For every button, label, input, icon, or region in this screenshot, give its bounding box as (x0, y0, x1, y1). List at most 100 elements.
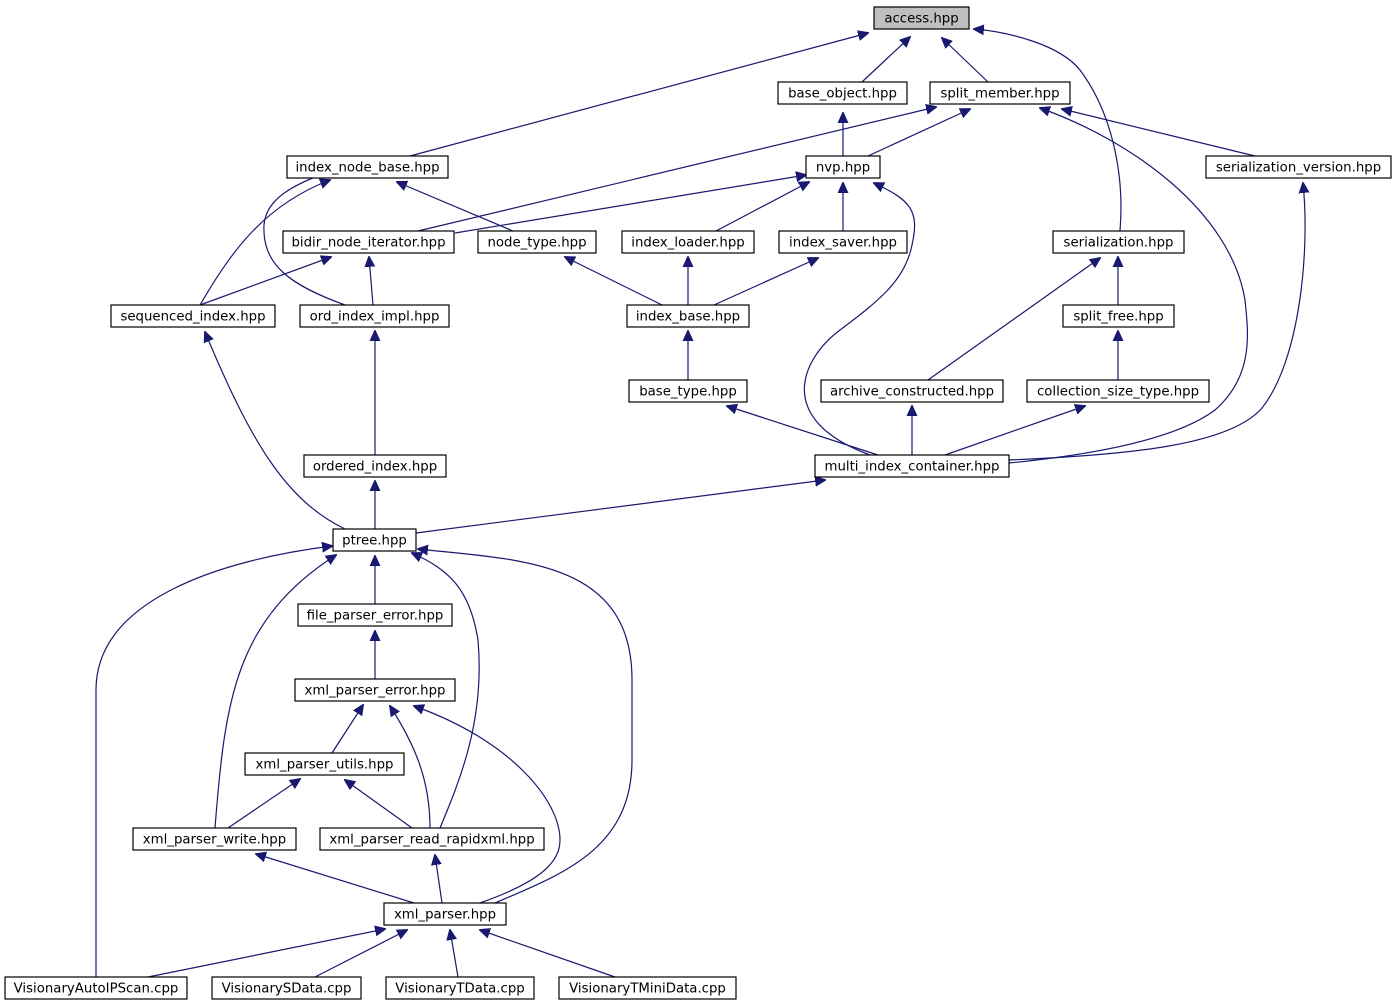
node-label: VisionaryTData.cpp (395, 982, 524, 997)
edge-VisionaryTMiniData-to-xml-parser (480, 930, 616, 978)
node-ord-index-impl[interactable]: ord_index_impl.hpp (299, 304, 450, 328)
node-label: access.hpp (884, 12, 958, 27)
node-ordered-index[interactable]: ordered_index.hpp (303, 454, 447, 478)
node-box (244, 752, 405, 776)
edge-ord-index-impl-to-bidir-node-iterator (369, 257, 373, 306)
node-box (820, 379, 1004, 403)
node-label: xml_parser_read_rapidxml.hpp (329, 833, 534, 848)
node-sequenced-index[interactable]: sequenced_index.hpp (110, 304, 276, 328)
edge-multi-index-container-to-split-member (1008, 108, 1249, 464)
node-box (385, 976, 535, 1000)
node-label: ptree.hpp (342, 534, 407, 549)
edge-VisionarySData-to-xml-parser (314, 930, 407, 978)
edge-xml-parser-to-xml-parser-error (414, 706, 561, 904)
node-label: serialization_version.hpp (1216, 161, 1381, 176)
dependency-edges (95, 29, 1305, 978)
node-base-type[interactable]: base_type.hpp (628, 379, 748, 403)
node-bidir-node-iterator[interactable]: bidir_node_iterator.hpp (282, 230, 455, 254)
node-box (110, 304, 276, 328)
node-box (303, 454, 447, 478)
edge-bidir-node-iterator-to-split-member (417, 107, 936, 232)
node-label: xml_parser_utils.hpp (256, 758, 394, 773)
node-VisionaryTMiniData[interactable]: VisionaryTMiniData.cpp (558, 976, 737, 1000)
node-box (294, 678, 456, 702)
edge-multi-index-container-to-collection-size-type (944, 406, 1085, 456)
node-label: index_loader.hpp (631, 236, 744, 251)
node-ptree[interactable]: ptree.hpp (332, 528, 417, 552)
edge-serialization-to-access (974, 29, 1122, 232)
node-multi-index-container[interactable]: multi_index_container.hpp (814, 454, 1010, 478)
node-label: base_object.hpp (788, 87, 897, 102)
node-xml-parser-utils[interactable]: xml_parser_utils.hpp (244, 752, 405, 776)
edge-xml-parser-read-rapidxml-to-ptree (412, 553, 480, 829)
edge-VisionaryAutoIPScan-to-xml-parser (147, 929, 385, 978)
edge-split-member-to-access (942, 38, 989, 83)
node-VisionarySData[interactable]: VisionarySData.cpp (211, 976, 362, 1000)
edge-xml-parser-utils-to-xml-parser-error (331, 705, 363, 754)
node-node-type[interactable]: node_type.hpp (477, 230, 597, 254)
node-box (4, 976, 188, 1000)
node-box (778, 230, 908, 254)
node-index-saver[interactable]: index_saver.hpp (778, 230, 908, 254)
edge-ptree-to-multi-index-container (415, 480, 825, 534)
node-file-parser-error[interactable]: file_parser_error.hpp (297, 603, 453, 627)
node-base-object[interactable]: base_object.hpp (777, 81, 908, 105)
node-xml-parser-error[interactable]: xml_parser_error.hpp (294, 678, 456, 702)
edge-node-type-to-index-node-base (397, 182, 514, 232)
node-index-node-base[interactable]: index_node_base.hpp (286, 155, 449, 179)
node-VisionaryAutoIPScan[interactable]: VisionaryAutoIPScan.cpp (4, 976, 188, 1000)
node-access[interactable]: access.hpp (873, 6, 970, 30)
edge-sequenced-index-to-bidir-node-iterator (199, 257, 331, 306)
node-box (814, 454, 1010, 478)
node-label: sequenced_index.hpp (120, 310, 265, 325)
node-box (1062, 304, 1175, 328)
edge-index-base-to-node-type (565, 257, 663, 306)
node-label: base_type.hpp (639, 385, 737, 400)
node-index-base[interactable]: index_base.hpp (626, 304, 750, 328)
node-box (626, 304, 750, 328)
node-label: multi_index_container.hpp (825, 460, 1000, 475)
node-label: bidir_node_iterator.hpp (291, 236, 445, 251)
node-label: archive_constructed.hpp (830, 385, 994, 400)
node-box (297, 603, 453, 627)
node-box (777, 81, 908, 105)
node-label: nvp.hpp (816, 161, 870, 176)
node-label: collection_size_type.hpp (1037, 385, 1199, 400)
node-xml-parser-read-rapidxml[interactable]: xml_parser_read_rapidxml.hpp (319, 827, 545, 851)
edge-nvp-to-split-member (867, 109, 970, 157)
node-box (286, 155, 449, 179)
node-box (628, 379, 748, 403)
node-serialization-version[interactable]: serialization_version.hpp (1205, 155, 1392, 179)
node-collection-size-type[interactable]: collection_size_type.hpp (1026, 379, 1210, 403)
node-split-free[interactable]: split_free.hpp (1062, 304, 1175, 328)
node-index-loader[interactable]: index_loader.hpp (621, 230, 755, 254)
node-xml-parser-write[interactable]: xml_parser_write.hpp (132, 827, 297, 851)
edge-index-loader-to-nvp (715, 182, 809, 232)
node-nvp[interactable]: nvp.hpp (805, 155, 881, 179)
edge-xml-parser-read-rapidxml-to-xml-parser-utils (345, 780, 413, 829)
node-box (332, 528, 417, 552)
node-label: xml_parser.hpp (394, 908, 496, 923)
node-xml-parser[interactable]: xml_parser.hpp (383, 902, 507, 926)
node-box (873, 6, 970, 30)
node-label: ordered_index.hpp (313, 460, 437, 475)
node-box (477, 230, 597, 254)
node-label: xml_parser_write.hpp (143, 833, 286, 848)
edge-index-base-to-index-saver (713, 258, 818, 306)
edge-multi-index-container-to-serialization-version (1008, 183, 1305, 461)
edge-xml-parser-to-xml-parser-read-rapidxml (435, 855, 443, 904)
edge-sequenced-index-to-index-node-base (199, 180, 330, 306)
node-archive-constructed[interactable]: archive_constructed.hpp (820, 379, 1004, 403)
node-split-member[interactable]: split_member.hpp (929, 81, 1071, 105)
edge-index-node-base-to-access (409, 33, 868, 157)
node-label: xml_parser_error.hpp (305, 684, 446, 699)
node-VisionaryTData[interactable]: VisionaryTData.cpp (385, 976, 535, 1000)
node-serialization[interactable]: serialization.hpp (1052, 230, 1185, 254)
node-box (1205, 155, 1392, 179)
node-box (282, 230, 455, 254)
node-label: split_free.hpp (1073, 310, 1163, 325)
node-box (805, 155, 881, 179)
node-box (1026, 379, 1210, 403)
node-label: node_type.hpp (487, 236, 586, 251)
